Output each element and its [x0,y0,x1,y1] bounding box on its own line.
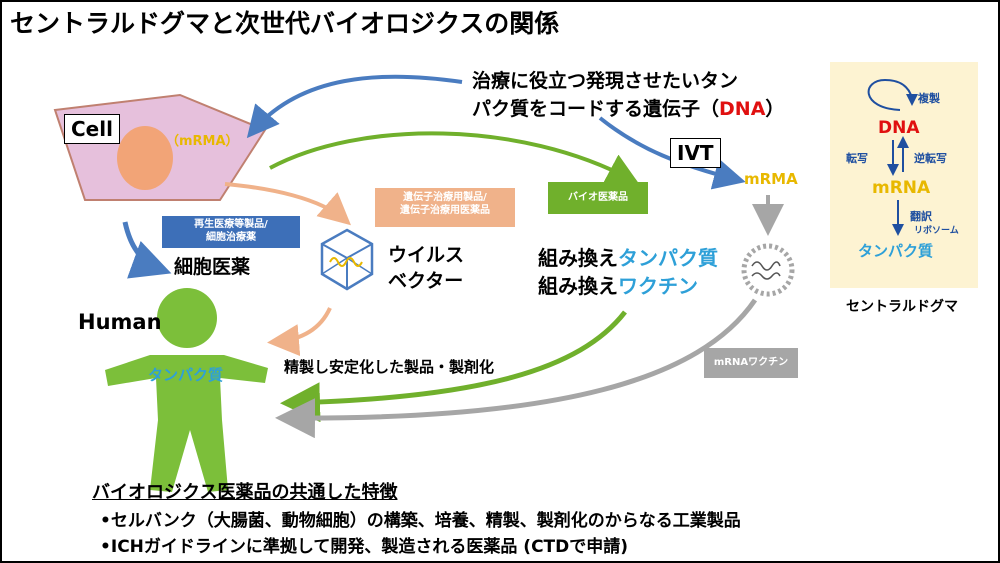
dogma-transcription: 転写 [846,152,868,165]
dogma-translation: 翻訳 [910,210,932,223]
dogma-ribosome: リボソーム [914,226,959,236]
arrow-dna-to-cell [246,74,463,139]
recombinant-protein-prefix: 組み換え [538,246,618,270]
features-heading: バイオロジクス医薬品の共通した特徴 [92,482,398,503]
arrow-dna-to-mrma [598,116,746,190]
refined-product-label: 精製し安定化した製品・製剤化 [284,358,495,376]
dna-word: DNA [719,98,766,120]
arrow-mrna-to-human [275,298,758,439]
dogma-panel [830,62,978,288]
arrow-cell-to-drug [122,221,172,279]
recombinant-protein-label: 組み換えタンパク質 [538,242,718,271]
dogma-dna: DNA [878,118,920,138]
recombinant-vaccine-label: 組み換えワクチン [538,270,698,299]
ivt-mrma-label: mRMA [744,170,798,188]
page-title: セントラルドグマと次世代バイオロジクスの関係 [10,9,560,38]
dna-description-line1: 治療に役立つ発現させたいタン [472,70,739,92]
arrow-virus-to-human [267,307,332,357]
cell-drug-label: 細胞医薬 [174,256,251,278]
biopharma-tag: バイオ医薬品 [548,182,648,214]
dna-description-line2: パク質をコードする遺伝子（DNA） [472,94,784,121]
regen-tag-line1: 再生医療等製品/ [194,219,268,230]
dna-description-suffix: ） [765,98,785,120]
dogma-protein: タンパク質 [858,242,934,260]
ivt-label: IVT [670,138,721,168]
arrow-cell-to-recombinant [269,131,640,184]
recombinant-vaccine-blue: ワクチン [618,274,698,298]
cell-label: Cell [64,114,120,144]
recombinant-vaccine-prefix: 組み換え [538,274,618,298]
recombinant-protein-blue: タンパク質 [618,246,718,270]
gene-therapy-tag: 遺伝子治療用製品/ 遺伝子治療用医薬品 [375,188,515,227]
features-bullet-2: •ICHガイドラインに準拠して開発、製造される医薬品 (CTDで申請) [100,537,629,557]
dogma-reverse-transcription: 逆転写 [914,152,947,165]
gene-tag-line1: 遺伝子治療用製品/ [403,192,487,203]
arrow-cell-to-virus [224,182,352,226]
virus-vector-icon [320,228,374,291]
cell-mrma-label: （mRMA） [166,134,239,149]
human-figure [105,288,268,492]
features-bullet-1: •セルバンク（大腸菌、動物細胞）の構築、培養、精製、製剤化のからなる工業製品 [100,511,741,531]
regen-tag-line2: 細胞治療薬 [206,232,256,243]
cell-nucleus [117,126,173,190]
regen-medicine-tag: 再生医療等製品/ 細胞治療薬 [162,216,300,248]
dogma-replication: 複製 [918,92,940,105]
dogma-caption: セントラルドグマ [846,299,958,315]
lipid-nanoparticle-icon [741,243,795,297]
gene-tag-line2: 遺伝子治療用医薬品 [400,205,490,216]
dogma-mrna: mRNA [872,178,931,198]
dna-description-prefix: パク質をコードする遺伝子（ [472,98,720,120]
human-label: Human [78,310,162,334]
replication-loop-arrow [867,78,918,111]
virus-vector-line2: ベクター [388,270,464,292]
mrna-vaccine-tag: mRNAワクチン [704,348,798,378]
human-protein-label: タンパク質 [148,366,224,384]
virus-vector-line1: ウイルス [388,244,465,266]
arrow-recombinant-to-human [280,310,627,423]
